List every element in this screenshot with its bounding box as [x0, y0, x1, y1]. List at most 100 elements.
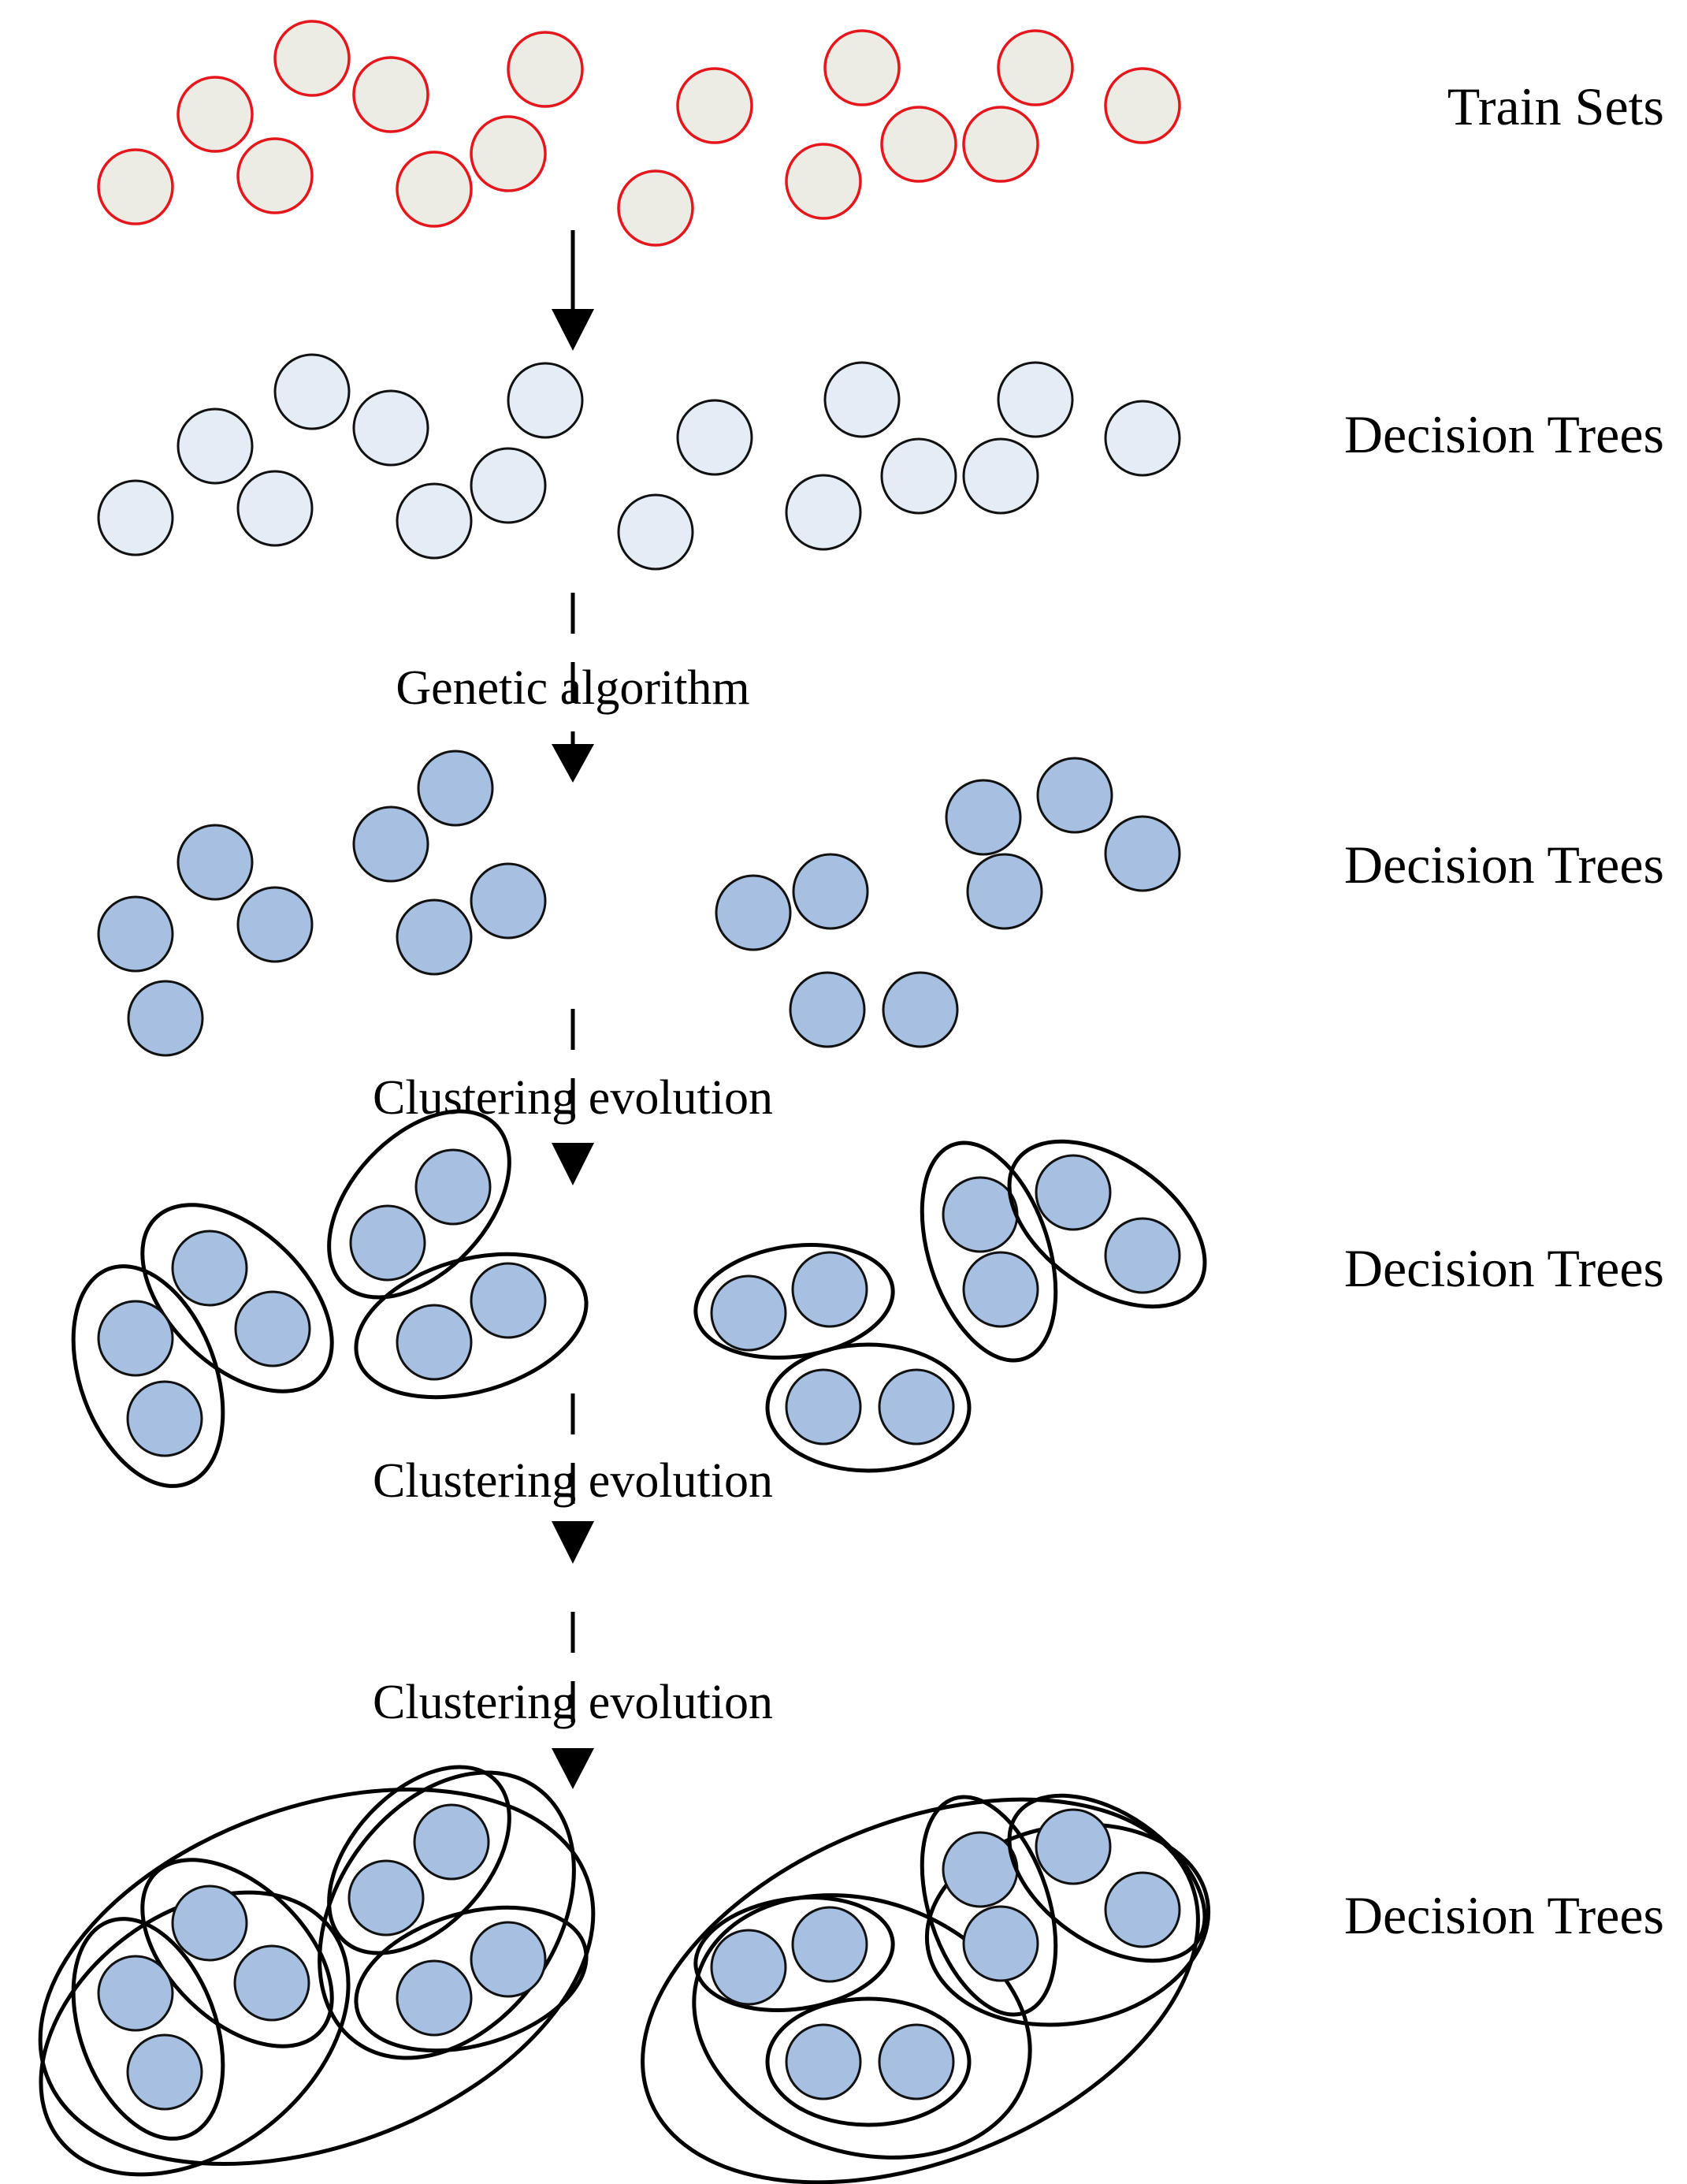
train-set-node [997, 29, 1074, 106]
decision-tree-node [878, 1368, 955, 1445]
train-sets-row [97, 20, 1181, 247]
train-set-node [352, 56, 429, 133]
decision-tree-node [236, 886, 314, 963]
cluster-pair [327, 1765, 511, 1955]
decision-trees-row-3 [71, 1109, 1207, 1488]
decision-tree-node [942, 1831, 1019, 1908]
decision-tree-node [785, 474, 862, 551]
decision-tree-node [785, 1368, 862, 1445]
cluster-level-2 [692, 1893, 1032, 2160]
decision-tree-node [273, 353, 351, 430]
decision-tree-node [236, 470, 314, 547]
decision-tree-node [347, 1859, 425, 1937]
train-set-node [823, 29, 901, 106]
cluster-pair [71, 1917, 225, 2141]
decision-tree-node [997, 361, 1074, 438]
cluster-pair [765, 1342, 972, 1473]
decision-tree-node [1104, 400, 1181, 477]
decision-tree-node [171, 1884, 248, 1962]
decision-tree-node [126, 1380, 203, 1457]
decision-tree-node [617, 493, 694, 571]
decision-tree-node [233, 1944, 310, 2022]
decision-tree-node [882, 971, 959, 1048]
step-label-clustering-evolution-3: Clustering evolution [373, 1676, 773, 1729]
decision-tree-node [97, 895, 174, 973]
decision-tree-node [789, 971, 866, 1048]
train-set-node [785, 143, 862, 220]
train-set-node [470, 115, 547, 192]
decision-tree-node [1104, 815, 1181, 892]
decision-tree-node [791, 1251, 868, 1328]
decision-tree-node [396, 899, 473, 976]
decision-tree-node [878, 2023, 955, 2100]
decision-tree-node [880, 437, 957, 515]
train-set-node [676, 67, 753, 144]
train-set-node [273, 20, 351, 97]
arrow-clustering-evolution-2 [552, 1393, 594, 1564]
decision-tree-node [962, 1251, 1039, 1328]
decision-tree-node [962, 1905, 1039, 1982]
decision-tree-node [177, 407, 254, 485]
cluster-pair [920, 1795, 1058, 2017]
decision-tree-node [1035, 1808, 1112, 1885]
decision-tree-node [349, 1204, 426, 1282]
step-label-clustering-evolution-2: Clustering evolution [373, 1454, 773, 1508]
decision-tree-node [715, 874, 792, 951]
decision-tree-node [470, 447, 547, 524]
decision-tree-node [97, 1955, 174, 2032]
cluster-level-2 [39, 1858, 351, 2177]
decision-tree-node [710, 1929, 787, 2006]
cluster-pair [327, 1109, 511, 1300]
decision-tree-node [413, 1803, 490, 1881]
train-set-node [97, 148, 174, 225]
decision-tree-node [414, 1148, 492, 1226]
row-label-train-sets: Train Sets [1447, 76, 1664, 136]
cluster-level-2 [318, 1765, 589, 2060]
train-set-node [1104, 67, 1181, 144]
cluster-pair [140, 1858, 334, 2048]
decision-tree-node [1035, 1154, 1112, 1231]
decision-tree-node [1104, 1217, 1181, 1294]
train-set-node [880, 106, 957, 183]
decision-tree-node [352, 389, 429, 467]
arrow-clustering-evolution-1 [552, 1009, 594, 1185]
decision-tree-node [234, 1290, 311, 1367]
cluster-pair [354, 1252, 589, 1400]
row-label-decision-trees-1: Decision Trees [1344, 404, 1664, 464]
arrow-genetic-algorithm [552, 593, 594, 783]
decision-tree-node [791, 1906, 868, 1983]
cluster-pair [1007, 1793, 1207, 1963]
decision-trees-row-4 [38, 1765, 1211, 2184]
decision-tree-node [785, 2023, 862, 2100]
decision-tree-node [1104, 1871, 1181, 1948]
train-set-node [962, 106, 1039, 183]
decision-tree-node [127, 980, 204, 1057]
decision-tree-node [396, 1304, 473, 1381]
train-set-node [177, 76, 254, 153]
decision-tree-node [823, 361, 901, 438]
decision-trees-row-2 [97, 750, 1181, 1057]
decision-tree-node [470, 862, 547, 939]
cluster-pair [765, 1996, 972, 2127]
decision-tree-node [962, 437, 1039, 515]
train-set-node [507, 31, 584, 108]
decision-tree-node [417, 750, 494, 827]
decision-tree-node [396, 1959, 473, 2037]
train-set-node [396, 151, 473, 228]
step-label-genetic-algorithm: Genetic algorithm [396, 661, 749, 715]
decision-tree-node [470, 1262, 547, 1339]
decision-tree-node [676, 399, 753, 476]
decision-trees-row-1 [97, 353, 1181, 571]
cluster-pair [1007, 1139, 1207, 1309]
decision-tree-node [171, 1230, 248, 1307]
cluster-pair [71, 1264, 225, 1488]
decision-tree-node [966, 853, 1043, 930]
decision-tree-node [97, 1300, 174, 1377]
decision-tree-node [710, 1274, 787, 1352]
cluster-pair [693, 1895, 895, 2013]
cluster-pair [354, 1905, 589, 2053]
super-cluster-left [38, 1765, 596, 2177]
train-set-node [236, 137, 314, 214]
cluster-pair [920, 1140, 1058, 1363]
decision-tree-node [792, 853, 869, 930]
